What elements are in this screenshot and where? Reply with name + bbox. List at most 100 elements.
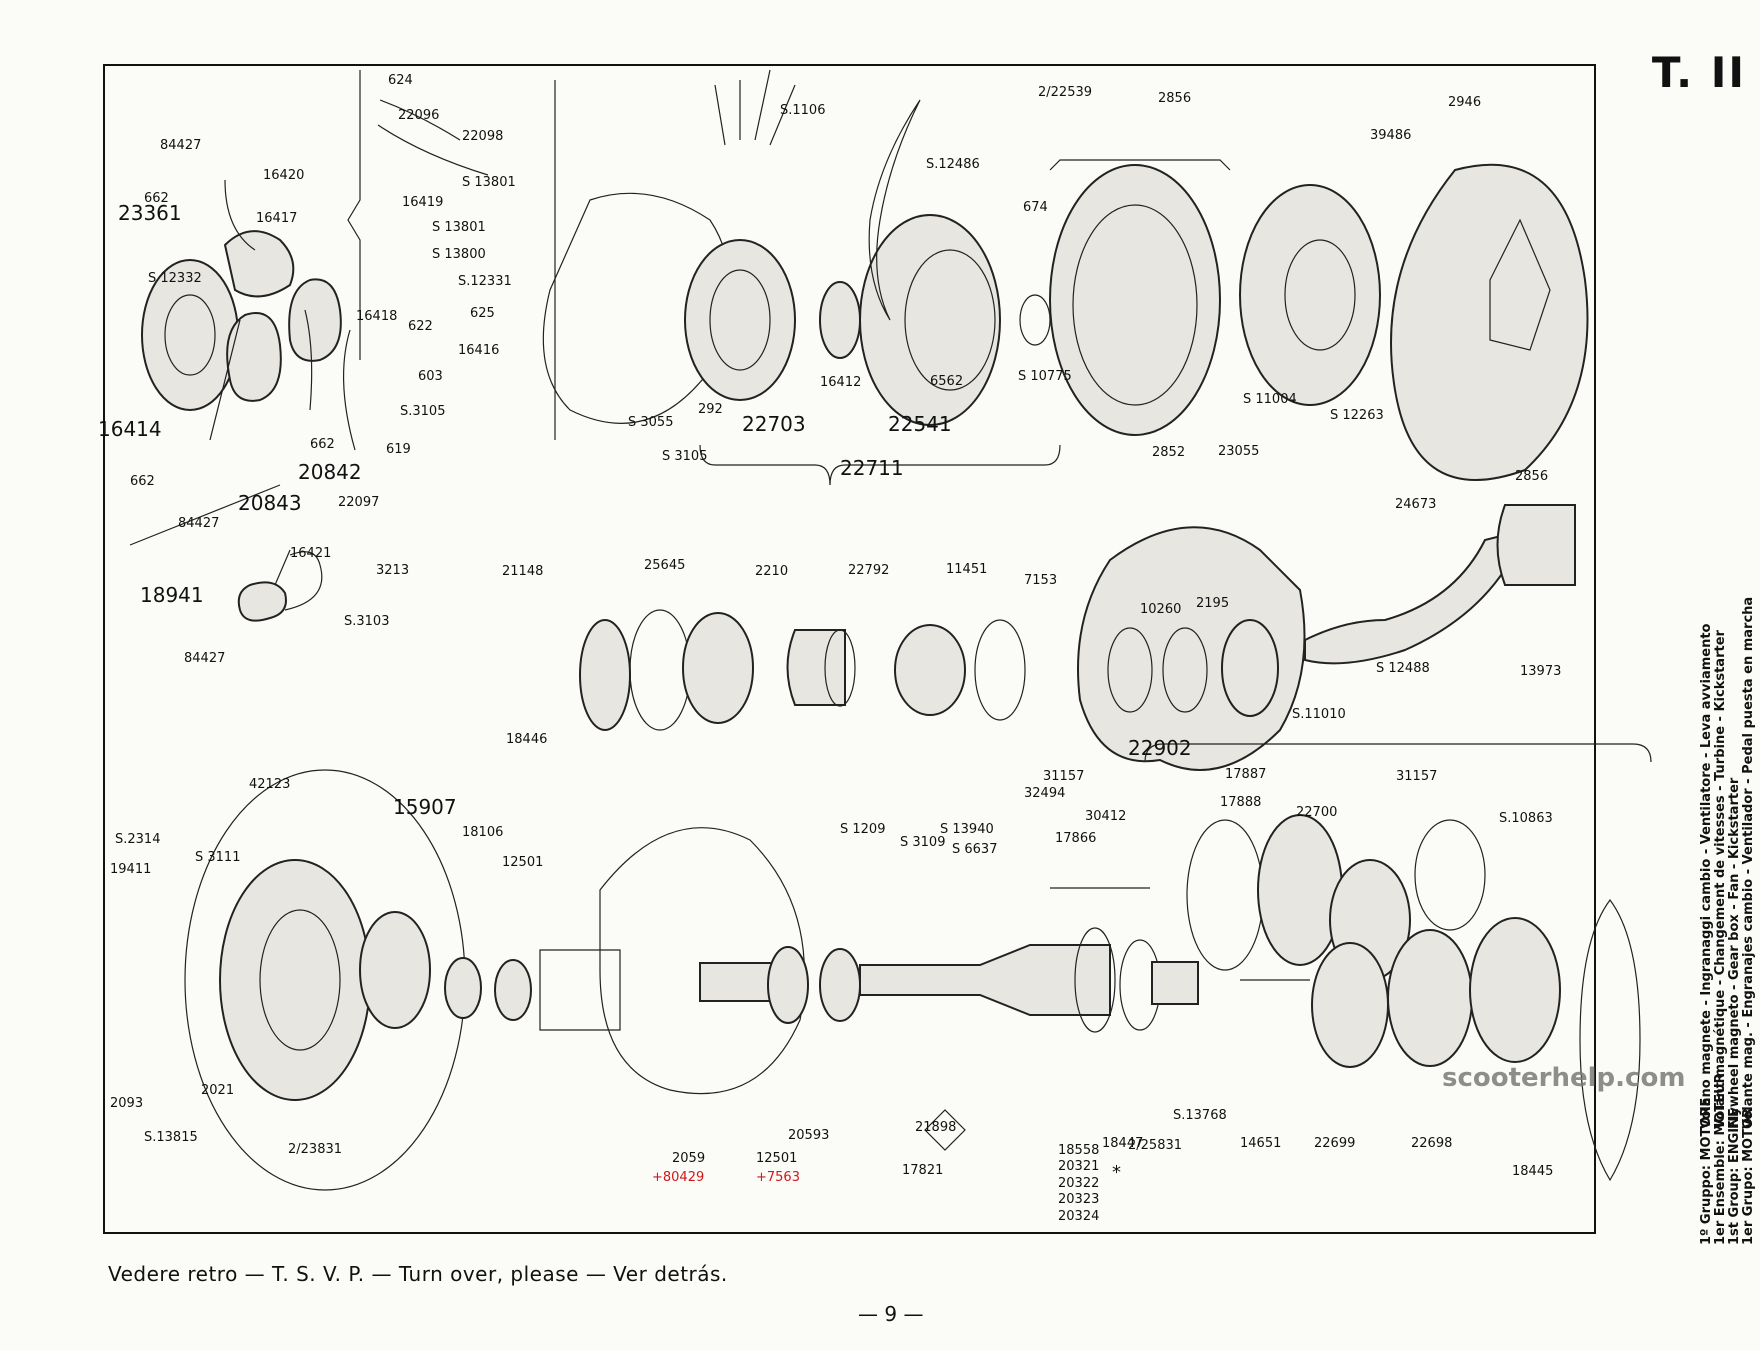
part-number-label: 3213 <box>376 563 410 578</box>
part-number-label: S 3109 <box>900 835 946 850</box>
part-number-label: 16412 <box>820 375 862 390</box>
part-number-label: 12501 <box>756 1151 798 1166</box>
part-number-label: 22711 <box>840 456 904 480</box>
part-number-label: 6562 <box>930 374 964 389</box>
part-number-label: S.3105 <box>400 404 446 419</box>
part-number-label: S.11010 <box>1292 707 1346 722</box>
part-number-label: 18447 <box>1102 1136 1144 1151</box>
caption-text: Volante mag. - Engranajes cambio - Venti… <box>1741 596 1756 1129</box>
part-number-label: S 3055 <box>628 415 674 430</box>
part-number-label: 31157 <box>1396 769 1438 784</box>
part-number-label: 19411 <box>110 862 152 877</box>
part-number-label: 2093 <box>110 1096 144 1111</box>
part-number-label: 24673 <box>1395 497 1437 512</box>
stator-plate-group <box>129 70 556 622</box>
part-number-label: 17821 <box>902 1163 944 1178</box>
part-number-label: 11451 <box>946 562 988 577</box>
part-number-label: 18558 <box>1058 1143 1100 1158</box>
part-number-label: S.1106 <box>780 103 826 118</box>
flywheel-group <box>542 69 1061 486</box>
part-number-label: S.12331 <box>458 274 512 289</box>
part-number-label: S.13815 <box>144 1130 198 1145</box>
part-number-label: 20842 <box>298 460 362 484</box>
part-number-label: S 12488 <box>1376 661 1430 676</box>
scooter-silhouette <box>1579 898 1641 1182</box>
part-number-label: 14651 <box>1240 1136 1282 1151</box>
part-number-label: 7153 <box>1024 573 1058 588</box>
part-number-label: 2856 <box>1158 91 1192 106</box>
part-number-label: 662 <box>130 474 155 489</box>
part-number-label: 84427 <box>184 651 226 666</box>
part-number-label: +80429 <box>652 1170 705 1185</box>
part-number-label: 662 <box>144 191 169 206</box>
part-number-label: 624 <box>388 73 413 88</box>
part-number-label: S 12332 <box>148 271 202 286</box>
part-number-label: 16416 <box>458 343 500 358</box>
part-number-label: 2210 <box>755 564 789 579</box>
part-number-label: 20321 <box>1058 1159 1100 1174</box>
part-number-label: 84427 <box>178 516 220 531</box>
caption-text: Volant magnétique - Changement de vitess… <box>1713 630 1728 1129</box>
part-number-label: 662 <box>310 437 335 452</box>
part-number-label: 622 <box>408 319 433 334</box>
part-number-label: 39486 <box>1370 128 1412 143</box>
part-number-label: S 12263 <box>1330 408 1384 423</box>
part-number-label: 30412 <box>1085 809 1127 824</box>
part-number-label: 17866 <box>1055 831 1097 846</box>
part-number-label: S 13940 <box>940 822 994 837</box>
part-number-label: S.13768 <box>1173 1108 1227 1123</box>
part-number-label: 17887 <box>1225 767 1267 782</box>
part-number-label: 16418 <box>356 309 398 324</box>
part-number-label: 603 <box>418 369 443 384</box>
part-number-label: 10260 <box>1140 602 1182 617</box>
gearbox-row-group <box>579 504 1576 771</box>
part-number-label: 16420 <box>263 168 305 183</box>
part-number-label: S 3105 <box>662 449 708 464</box>
part-number-label: S 10775 <box>1018 369 1072 384</box>
part-number-label: 18106 <box>462 825 504 840</box>
part-number-label: +7563 <box>756 1170 800 1185</box>
part-number-label: 21898 <box>915 1120 957 1135</box>
part-number-label: 2059 <box>672 1151 706 1166</box>
part-number-label: 12501 <box>502 855 544 870</box>
part-number-label: S.2314 <box>115 832 161 847</box>
part-number-label: S.10863 <box>1499 811 1553 826</box>
part-number-label: 2195 <box>1196 596 1230 611</box>
part-number-label: 18941 <box>140 583 204 607</box>
caption-text: Volano magnete - Ingranaggi cambio - Ven… <box>1699 623 1714 1130</box>
part-number-label: * <box>1112 1162 1121 1183</box>
part-number-label: 22097 <box>338 495 380 510</box>
footer-note: Vedere retro — T. S. V. P. — Turn over, … <box>108 1262 728 1286</box>
part-number-label: S 13801 <box>432 220 486 235</box>
part-number-label: 84427 <box>160 138 202 153</box>
caption-group: 1er Ensemble: MOTEUR <box>1713 1073 1728 1245</box>
part-number-label: 2/22539 <box>1038 85 1093 100</box>
part-number-label: S.3103 <box>344 614 390 629</box>
part-number-label: 292 <box>698 402 723 417</box>
part-number-label: 2021 <box>201 1083 235 1098</box>
part-number-label: 23055 <box>1218 444 1260 459</box>
part-number-label: 20322 <box>1058 1176 1100 1191</box>
part-number-label: 619 <box>386 442 411 457</box>
part-number-label: 42123 <box>249 777 291 792</box>
caption-group: 1st Group: ENGINE <box>1727 1108 1742 1245</box>
part-number-label: 2/25831 <box>1128 1138 1183 1153</box>
part-number-label: S 13801 <box>462 175 516 190</box>
part-number-label: 22703 <box>742 412 806 436</box>
part-number-label: 22699 <box>1314 1136 1356 1151</box>
part-number-label: 25645 <box>644 558 686 573</box>
part-number-label: 22792 <box>848 563 890 578</box>
part-number-label: 2856 <box>1515 469 1549 484</box>
part-number-label: S 13800 <box>432 247 486 262</box>
part-number-label: 625 <box>470 306 495 321</box>
part-number-label: S 3111 <box>195 850 241 865</box>
part-number-label: 20323 <box>1058 1192 1100 1207</box>
part-number-label: 20324 <box>1058 1209 1100 1224</box>
caption-group: 1º Gruppo: MOTORE <box>1699 1097 1714 1245</box>
